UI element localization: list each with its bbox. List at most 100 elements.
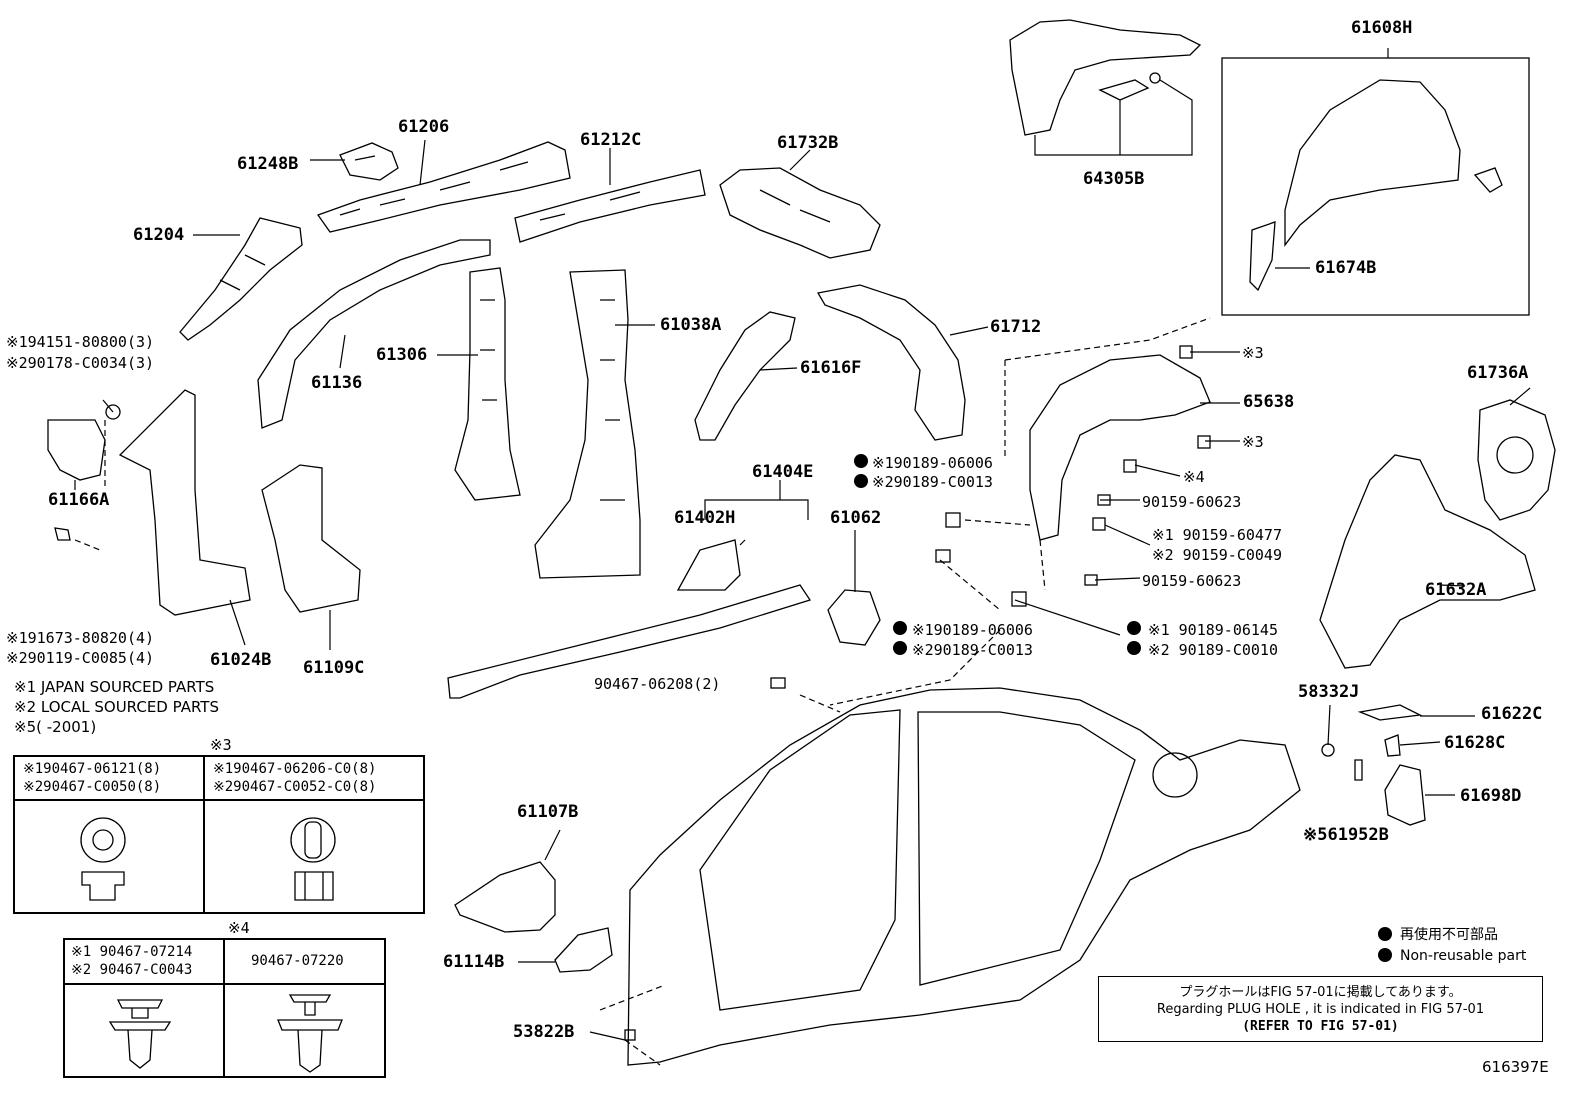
label-fastener-90189-C0010[interactable]: ※2 90189-C0010 — [1148, 641, 1278, 659]
label-61628C[interactable]: 61628C — [1444, 733, 1506, 753]
part-53822B-dashed-leads — [599, 984, 666, 1066]
part-58332J-shape — [1321, 743, 1335, 757]
diagram-id: 616397E — [1482, 1058, 1549, 1076]
part-61062-shape — [827, 589, 881, 646]
note-date-range: ※5( -2001) — [14, 718, 97, 736]
part-61024B-shape — [118, 389, 251, 616]
table3-cell-2a[interactable]: ※190467-06206-C0(8) — [213, 761, 377, 777]
note-japan-sourced: ※1 JAPAN SOURCED PARTS — [14, 678, 215, 696]
label-fastener-90189-C0013-a[interactable]: ※290189-C0013 — [872, 473, 993, 491]
legend-non-reusable-jp: 再使用不可部品 — [1378, 924, 1498, 944]
label-61402H[interactable]: 61402H — [674, 508, 736, 528]
part-61212C-shape — [514, 169, 706, 243]
label-fastener-90189-C0013-b[interactable]: ※290189-C0013 — [912, 641, 1033, 659]
table4-cell-2[interactable]: 90467-07220 — [251, 953, 344, 969]
label-61608H[interactable]: 61608H — [1351, 18, 1413, 38]
label-fastener-90189-06006-b[interactable]: ※190189-06006 — [912, 621, 1033, 639]
label-61024B[interactable]: 61024B — [210, 650, 272, 670]
label-61206[interactable]: 61206 — [398, 117, 450, 137]
label-61622C[interactable]: 61622C — [1481, 704, 1543, 724]
label-fastener-90159-60623-a[interactable]: 90159-60623 — [1142, 493, 1242, 511]
part-61038A-shape — [534, 269, 641, 579]
plug-note-en: Regarding PLUG HOLE , it is indicated in… — [1156, 1002, 1485, 1017]
label-53822B[interactable]: 53822B — [513, 1022, 575, 1042]
body-side-panel-shape — [627, 687, 1301, 1066]
non-reusable-dot — [1127, 641, 1141, 655]
clip-dashed-leads-mid — [939, 519, 1031, 611]
non-reusable-dot — [1127, 621, 1141, 635]
label-58332J[interactable]: 58332J — [1298, 682, 1360, 702]
part-61608H-clip — [1473, 167, 1503, 193]
table3-cell-1b[interactable]: ※290467-C0050(8) — [23, 779, 162, 795]
label-61204[interactable]: 61204 — [133, 225, 185, 245]
label-fastener-90189-06145[interactable]: ※1 90189-06145 — [1148, 621, 1278, 639]
label-61632A[interactable]: 61632A — [1425, 580, 1487, 600]
label-fastener-90159-60477[interactable]: ※1 90159-60477 — [1152, 526, 1282, 544]
part-61306-shape — [454, 267, 521, 501]
label-fastener-94151[interactable]: ※194151-80800(3) — [6, 333, 155, 351]
label-61306[interactable]: 61306 — [376, 345, 428, 365]
part-65638-shape — [1029, 354, 1211, 541]
part-61109C-shape — [261, 464, 361, 613]
part-61404E-shape — [447, 584, 812, 699]
label-fastener-90189-06006-a[interactable]: ※190189-06006 — [872, 454, 993, 472]
label-61712[interactable]: 61712 — [990, 317, 1042, 337]
label-fastener-90159-C0049[interactable]: ※2 90159-C0049 — [1152, 546, 1282, 564]
part-61166A-bolt — [54, 527, 71, 541]
legend-en-text: Non-reusable part — [1400, 948, 1527, 964]
label-61616F[interactable]: 61616F — [800, 358, 862, 378]
label-fastener-90119[interactable]: ※290119-C0085(4) — [6, 649, 155, 667]
label-61952B[interactable]: ※561952B — [1303, 825, 1389, 845]
part-61736A-hole — [1496, 436, 1534, 474]
plug-hole-note: プラグホールはFIG 57-01に掲載してあります。 Regarding PLU… — [1098, 976, 1543, 1042]
part-61608H-shape — [1284, 79, 1461, 247]
label-61674B[interactable]: 61674B — [1315, 258, 1377, 278]
label-61109C[interactable]: 61109C — [303, 658, 365, 678]
part-64305B-shape — [1098, 79, 1150, 101]
label-61732B[interactable]: 61732B — [777, 133, 839, 153]
label-61248B[interactable]: 61248B — [237, 154, 299, 174]
part-61248B-shape — [339, 142, 399, 181]
label-fastener-91673[interactable]: ※191673-80820(4) — [6, 629, 155, 647]
label-64305B[interactable]: 64305B — [1083, 169, 1145, 189]
label-ref-3-b: ※3 — [1242, 433, 1264, 451]
part-61206-shape — [316, 141, 571, 233]
label-61114B[interactable]: 61114B — [443, 952, 505, 972]
label-61166A[interactable]: 61166A — [48, 490, 110, 510]
non-reusable-dot — [893, 641, 907, 655]
label-fastener-90159-60623-b[interactable]: 90159-60623 — [1142, 572, 1242, 590]
plug-refer-link[interactable]: (REFER TO FIG 57-01) — [1242, 1019, 1399, 1034]
part-61952B-shape — [1354, 759, 1363, 781]
label-65638[interactable]: 65638 — [1243, 392, 1295, 412]
label-61107B[interactable]: 61107B — [517, 802, 579, 822]
legend-dot — [1378, 927, 1392, 941]
table4-cell-1b[interactable]: ※2 90467-C0043 — [71, 962, 193, 978]
label-61404E[interactable]: 61404E — [752, 462, 814, 482]
part-61404E-bracket-lead — [704, 480, 809, 520]
part-61166A-clip — [105, 404, 121, 420]
label-61212C[interactable]: 61212C — [580, 130, 642, 150]
label-fastener-90178[interactable]: ※290178-C0034(3) — [6, 354, 155, 372]
label-61062[interactable]: 61062 — [830, 508, 882, 528]
label-61136[interactable]: 61136 — [311, 373, 363, 393]
label-fastener-90467-06208[interactable]: 90467-06208(2) — [594, 675, 721, 693]
part-65638-dashed-outline — [1004, 317, 1211, 591]
table3-cell-1a[interactable]: ※190467-06121(8) — [23, 761, 162, 777]
part-61402H-shape — [676, 539, 741, 591]
part-64305B-clip — [1149, 72, 1161, 84]
label-61736A[interactable]: 61736A — [1467, 363, 1529, 383]
part-61166A-shape — [47, 419, 106, 481]
label-61698D[interactable]: 61698D — [1460, 786, 1522, 806]
non-reusable-dot — [893, 621, 907, 635]
part-61628C-shape — [1384, 734, 1401, 757]
table3-cell-2b[interactable]: ※290467-C0052-C0(8) — [213, 779, 377, 795]
part-61114B-shape — [554, 927, 613, 973]
label-61038A[interactable]: 61038A — [660, 315, 722, 335]
leader-lines — [74, 48, 1531, 1041]
part-61632A-shape — [1319, 454, 1536, 669]
fuel-lid-opening — [1152, 752, 1198, 798]
part-61136-shape — [257, 239, 491, 429]
part-61674B-shape — [1249, 221, 1276, 292]
table4-cell-1a[interactable]: ※1 90467-07214 — [71, 944, 193, 960]
